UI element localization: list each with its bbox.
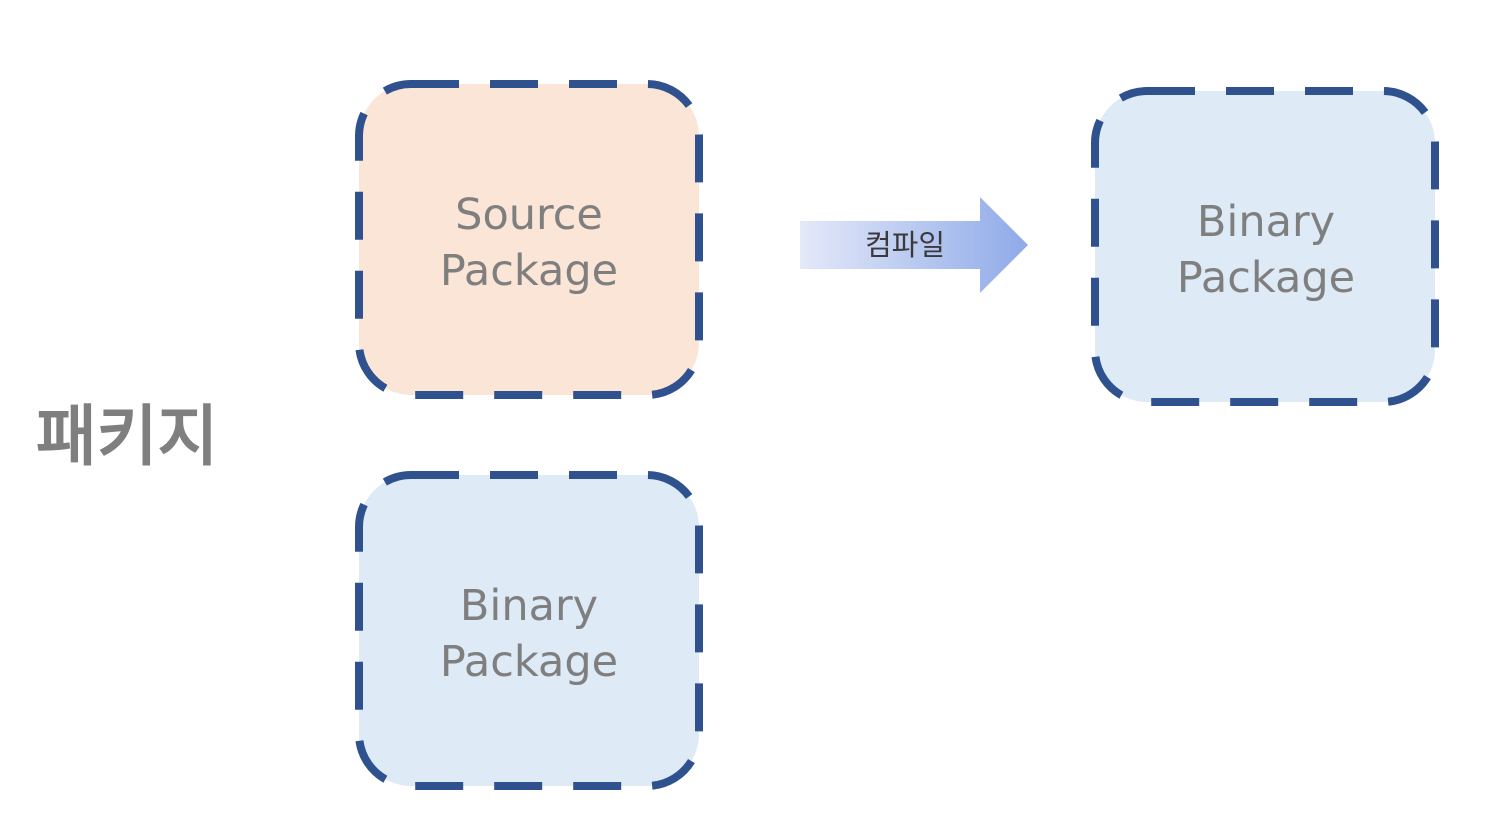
- source-package-shape: [355, 80, 703, 399]
- compile-arrow: 컴파일: [800, 197, 1028, 293]
- compile-arrow-label: 컴파일: [865, 228, 945, 262]
- binary-package-bottom-shape: [355, 471, 703, 790]
- binary-package-box-right: Binary Package: [1091, 87, 1439, 406]
- diagram-title: 패키지: [36, 398, 218, 475]
- binary-package-bottom-label-line1: Binary: [460, 581, 598, 631]
- compile-arrow-shape: [800, 197, 1028, 293]
- binary-package-right-shape: [1091, 87, 1439, 406]
- source-package-box: Source Package: [355, 80, 703, 399]
- source-package-label-line1: Source: [455, 190, 603, 240]
- binary-package-right-label-line2: Package: [1177, 253, 1355, 303]
- source-package-label-line2: Package: [440, 246, 618, 296]
- binary-package-box-bottom: Binary Package: [355, 471, 703, 790]
- binary-package-right-label-line1: Binary: [1197, 197, 1335, 247]
- binary-package-bottom-label-line2: Package: [440, 637, 618, 687]
